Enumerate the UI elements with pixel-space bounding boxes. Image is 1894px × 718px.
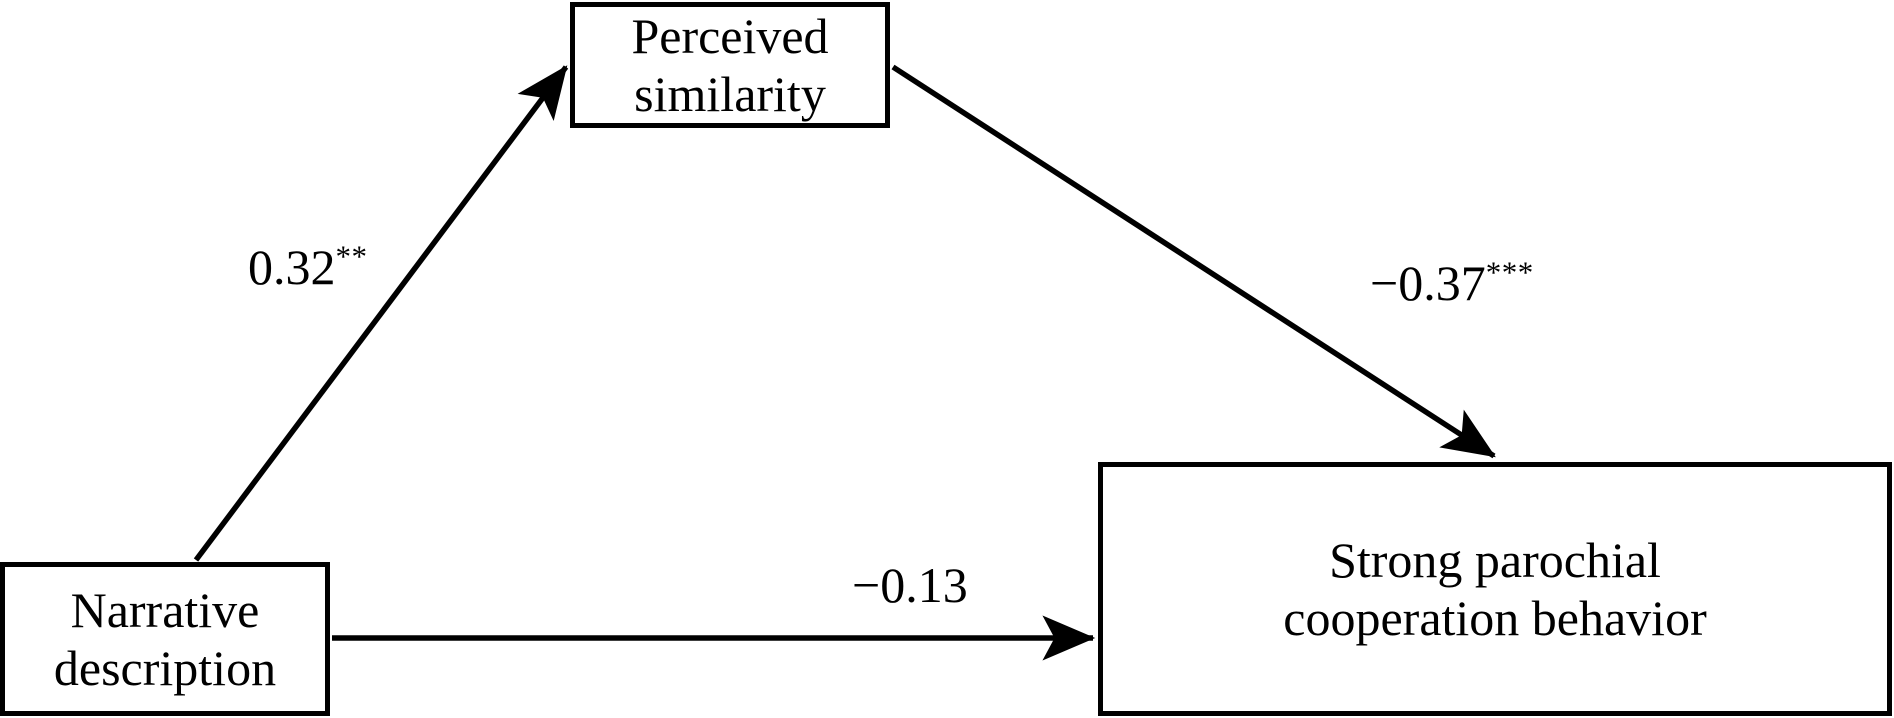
node-perceived-similarity-line-1: Perceived [631,8,829,64]
edge-label-b-path: −0.37*** [1370,255,1534,311]
node-narrative-description-line-2: description [53,640,277,696]
arrow-b-path [891,64,1496,459]
node-perceived-similarity: Perceived similarity [570,2,890,128]
edge-label-b-path-significance: *** [1485,254,1534,290]
node-outcome-line-1: Strong parochial [1329,532,1661,588]
edge-label-a-path-significance: ** [335,238,368,274]
node-outcome-line-2: cooperation behavior [1283,590,1707,646]
node-perceived-similarity-line-2: similarity [634,66,826,122]
edge-label-c-path: −0.13 [852,560,968,610]
arrow-a-path [193,65,569,562]
edge-label-c-path-coefficient: −0.13 [852,557,968,613]
node-narrative-description: Narrative description [0,562,330,716]
edge-label-a-path-coefficient: 0.32 [248,239,336,295]
edge-label-a-path: 0.32** [248,239,368,295]
edge-label-b-path-coefficient: −0.37 [1370,255,1486,311]
node-strong-parochial-cooperation-behavior: Strong parochial cooperation behavior [1098,462,1892,716]
node-narrative-description-line-1: Narrative [70,582,260,638]
